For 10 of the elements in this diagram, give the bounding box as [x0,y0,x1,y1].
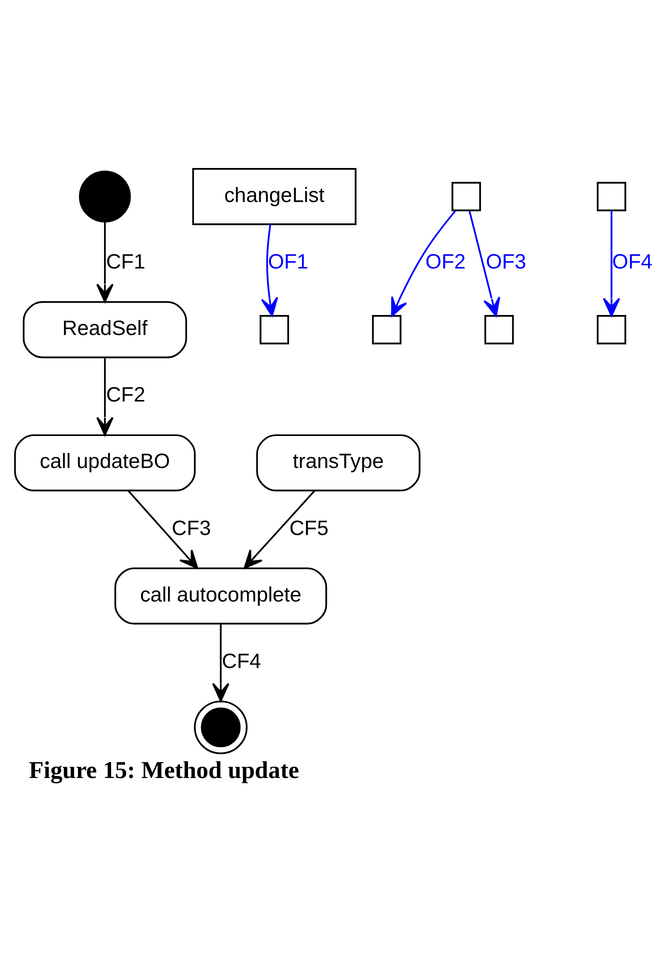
edge-label: CF3 [172,516,211,540]
edge-label: OF4 [612,250,652,274]
edge-label: CF1 [106,250,146,274]
edge-label: CF5 [289,516,329,540]
edge-label: OF1 [268,250,308,274]
edge-label: CF4 [222,649,262,672]
edge-label: CF2 [106,383,146,406]
edge-label: OF3 [486,250,526,274]
caption: Figure 15: Method update [28,756,300,784]
edge-label: OF2 [425,250,466,274]
